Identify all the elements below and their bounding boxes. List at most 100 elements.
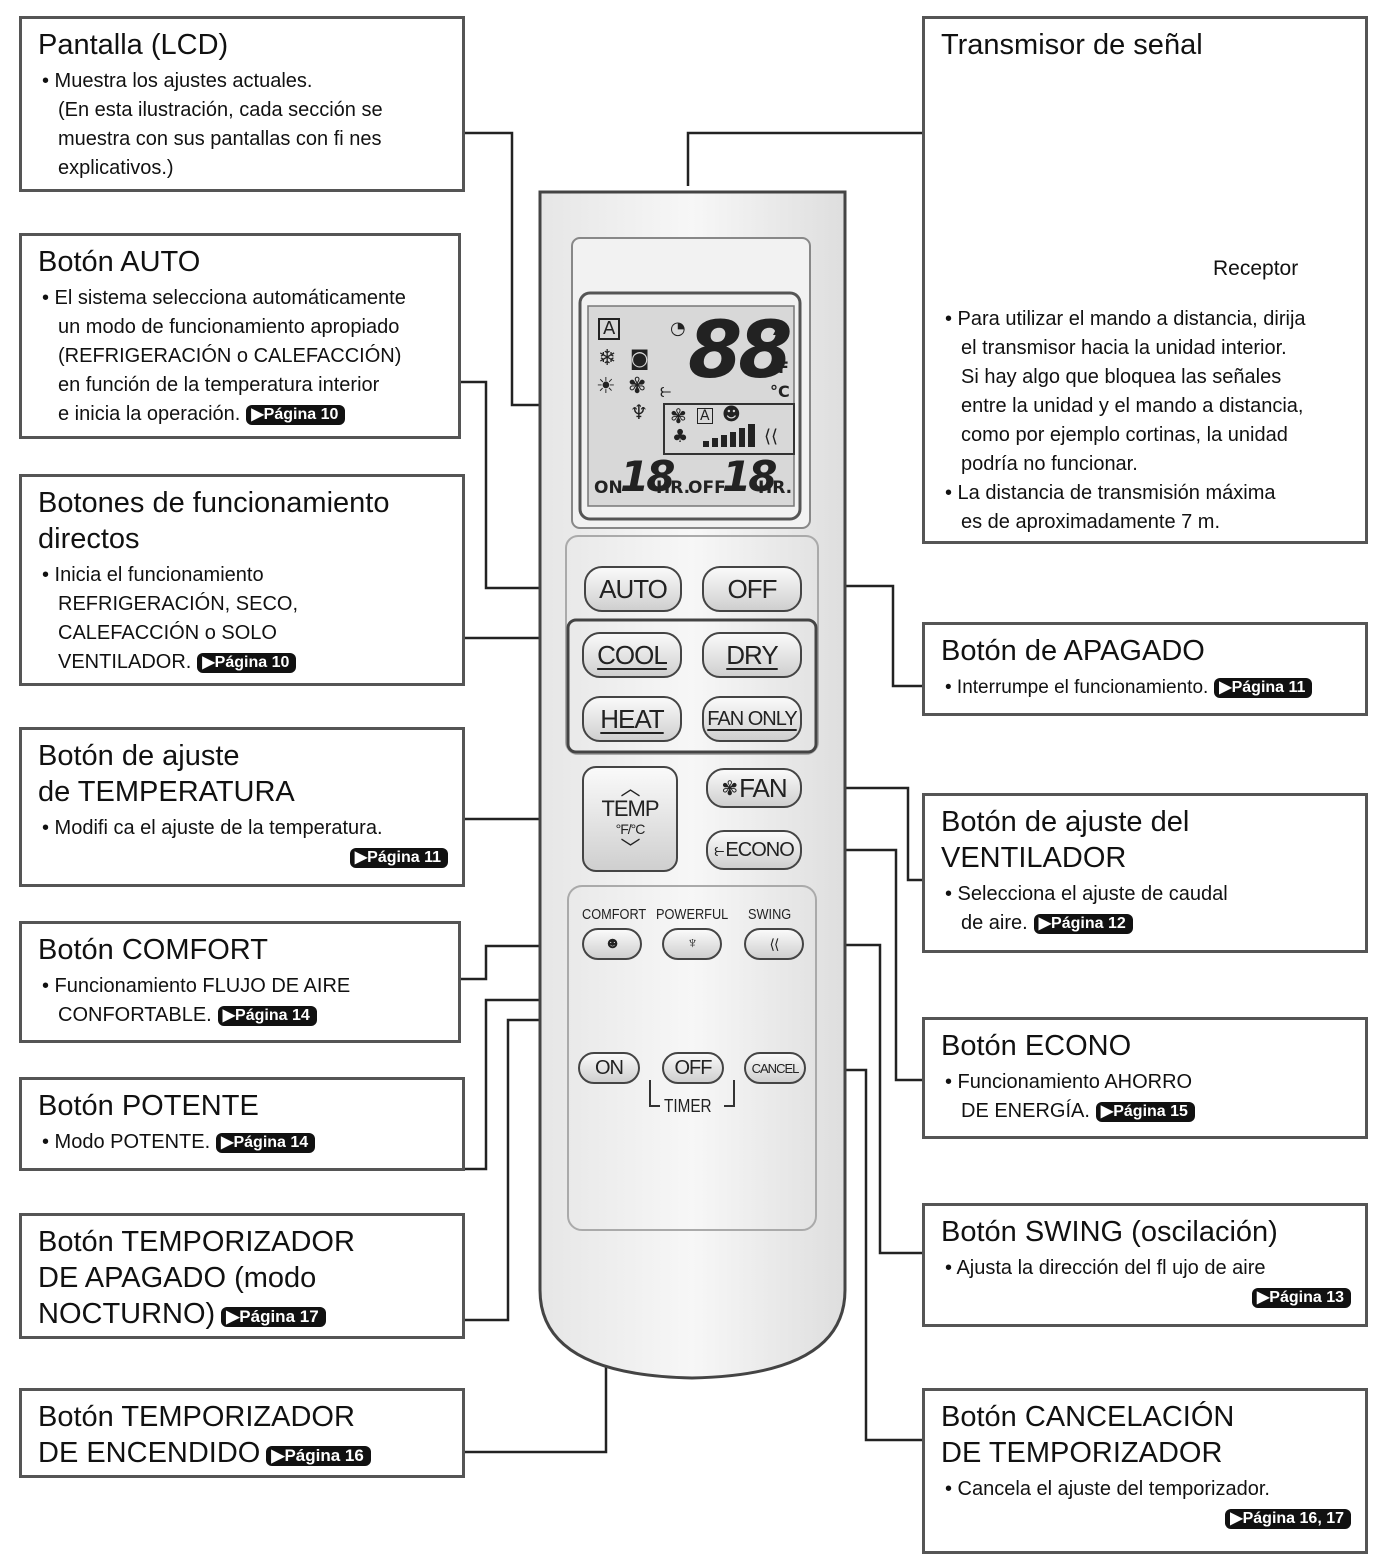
transmitter-text: • Para utilizar el mando a distancia, di…: [941, 305, 1355, 537]
powerful-button[interactable]: ♆: [662, 928, 722, 960]
page-link-badge[interactable]: ▶Página 16: [266, 1446, 371, 1466]
lcd-fan-icon: ✾: [670, 404, 687, 428]
callout-direct-line3: CALEFACCIÓN o SOLO: [58, 622, 277, 644]
callout-auto-line2: un modo de funcionamiento apropiado: [58, 316, 400, 338]
page-link-badge[interactable]: ▶Página 15: [1095, 1102, 1195, 1122]
fan-button[interactable]: ✾FAN: [706, 768, 802, 808]
callout-auto-line4: en función de la temperatura interior: [58, 374, 380, 396]
callout-auto-line3: (REFRIGERACIÓN o CALEFACCIÓN): [58, 345, 402, 367]
callout-swing: Botón SWING (oscilación) • Ajusta la dir…: [922, 1203, 1368, 1327]
callout-temp: Botón de ajuste de TEMPERATURA • Modifi …: [19, 727, 465, 887]
callout-econo: Botón ECONO • Funcionamiento AHORRO DE E…: [922, 1017, 1368, 1139]
callout-on-timer: Botón TEMPORIZADOR DE ENCENDIDO▶Página 1…: [19, 1388, 465, 1478]
page-link-badge[interactable]: ▶Página 12: [1033, 914, 1133, 934]
callout-offtimer-page: Página 17: [239, 1307, 319, 1326]
callout-comfort-line1: • Funcionamiento FLUJO DE AIRE: [42, 975, 351, 997]
page-link-badge[interactable]: ▶Página 17: [221, 1307, 326, 1327]
callout-direct: Botones de funcionamiento directos • Ini…: [19, 474, 465, 686]
off-button[interactable]: OFF: [702, 566, 802, 612]
lcd-up-arrow: [773, 320, 789, 335]
leader-comfort: [461, 944, 580, 981]
leader-fan: [808, 786, 923, 882]
callout-off-timer: Botón TEMPORIZADOR DE APAGADO (modo NOCT…: [19, 1213, 465, 1339]
callout-direct-line4-wrap: VENTILADOR.▶Página 10: [38, 648, 448, 677]
leader-off: [806, 584, 923, 688]
leader-auto: [461, 380, 584, 590]
heat-button[interactable]: HEAT: [582, 696, 682, 742]
page-link-badge[interactable]: ▶Página 10: [197, 653, 297, 673]
callout-ontimer-page: Página 16: [284, 1446, 364, 1465]
econo-button[interactable]: ⥼ECONO: [706, 830, 802, 870]
leader-econo: [808, 848, 923, 1082]
callout-powerful: Botón POTENTE • Modo POTENTE.▶Página 14: [19, 1077, 465, 1171]
fan-button-label: FAN: [739, 772, 788, 803]
callout-cancel-page: Página 16, 17: [1242, 1510, 1344, 1527]
page-link-badge[interactable]: ▶Página 11: [1214, 678, 1313, 698]
timer-off-button[interactable]: OFF: [662, 1052, 724, 1084]
temp-button[interactable]: ︿ TEMP °F/°C ﹀: [582, 766, 678, 872]
callout-comfort-line2-wrap: CONFORTABLE.▶Página 14: [38, 1001, 444, 1030]
page-link-badge[interactable]: ▶Página 10: [246, 405, 346, 425]
callout-offtimer-title3: NOCTURNO): [38, 1298, 216, 1330]
fan-only-button[interactable]: FAN ONLY: [702, 696, 802, 742]
callout-auto-title: Botón AUTO: [38, 246, 201, 278]
page-link-badge[interactable]: ▶Página 14: [216, 1133, 316, 1153]
callout-lcd: Pantalla (LCD) • Muestra los ajustes act…: [19, 16, 465, 192]
dry-button[interactable]: DRY: [702, 632, 802, 678]
callout-swing-title: Botón SWING (oscilación): [941, 1216, 1278, 1248]
callout-transmitter-title: Transmisor de señal: [941, 29, 1203, 61]
comfort-button[interactable]: ☻: [582, 928, 642, 960]
snowflake-icon: ❄: [598, 346, 617, 371]
callout-direct-line4: VENTILADOR.: [58, 651, 192, 673]
swing-label: SWING: [748, 906, 792, 923]
page-link-badge[interactable]: ▶Página 13: [1251, 1288, 1351, 1308]
cool-button[interactable]: COOL: [582, 632, 682, 678]
callout-transmitter-line1: • Para utilizar el mando a distancia, di…: [945, 308, 1306, 330]
callout-off-page: Página 11: [1231, 679, 1306, 696]
callout-econo-page: Página 15: [1113, 1103, 1188, 1120]
callout-transmitter-line4: entre la unidad y el mando a distancia,: [961, 395, 1304, 417]
callout-swing-page: Página 13: [1269, 1289, 1344, 1306]
callout-transmitter-line3: Si hay algo que bloquea las señales: [961, 366, 1282, 388]
swing-button[interactable]: ⟨⟨: [744, 928, 804, 960]
lcd-fan-box: [663, 403, 795, 455]
receiver-label: Receptor: [1213, 257, 1299, 280]
powerful-icon: ♆: [630, 400, 648, 424]
callout-offtimer-title2: DE APAGADO (modo: [38, 1262, 317, 1294]
timer-clock-icon: ◔: [670, 318, 686, 339]
callout-swing-line1: • Ajusta la dirección del fl ujo de aire: [945, 1257, 1266, 1279]
timer-label: TIMER: [664, 1096, 712, 1116]
leader-transmitter: [686, 131, 923, 186]
powerful-icon-btn: ♆: [686, 935, 699, 952]
callout-comfort-line2: CONFORTABLE.: [58, 1004, 212, 1026]
timer-on-button[interactable]: ON: [578, 1052, 640, 1084]
page-link-badge[interactable]: ▶Página 14: [217, 1006, 317, 1026]
callout-auto: Botón AUTO • El sistema selecciona autom…: [19, 233, 461, 439]
auto-button[interactable]: AUTO: [584, 566, 682, 612]
lcd-swing-icon: ⟨⟨: [764, 426, 779, 447]
temp-down-icon: ﹀: [620, 838, 641, 860]
lcd-unit-c: °C: [770, 382, 790, 401]
page-link-badge[interactable]: ▶Página 11: [349, 848, 448, 868]
mode-button-group: [566, 618, 818, 754]
callout-off-button: Botón de APAGADO • Interrumpe el funcion…: [922, 622, 1368, 716]
callout-econo-line2-wrap: DE ENERGÍA.▶Página 15: [941, 1097, 1351, 1126]
callout-transmitter-line5: como por ejemplo cortinas, la unidad: [961, 424, 1288, 446]
swing-icon: ⟨⟨: [769, 935, 780, 952]
callout-direct-title1: Botones de funcionamiento: [38, 487, 390, 519]
callout-fan-line2: de aire.: [961, 912, 1028, 934]
callout-fan-page: Página 12: [1051, 915, 1126, 932]
page-link-badge[interactable]: ▶Página 16, 17: [1225, 1509, 1351, 1529]
callout-auto-line1: • El sistema selecciona automáticamente: [42, 287, 406, 309]
callout-transmitter-line6: podría no funcionar.: [961, 453, 1138, 475]
callout-temp-page: Página 11: [367, 849, 441, 866]
callout-powerful-title: Botón POTENTE: [38, 1090, 259, 1122]
lcd-screen: [587, 305, 795, 507]
callout-lcd-line1: • Muestra los ajustes actuales.: [42, 70, 313, 92]
comfort-label: COMFORT: [582, 906, 647, 923]
dry-button-label: DRY: [726, 639, 778, 670]
timer-cancel-button[interactable]: CANCEL: [744, 1052, 806, 1084]
callout-temp-title1: Botón de ajuste: [38, 740, 240, 772]
lcd-off-label: OFF: [688, 478, 726, 498]
timer-bracket: [649, 1080, 735, 1107]
